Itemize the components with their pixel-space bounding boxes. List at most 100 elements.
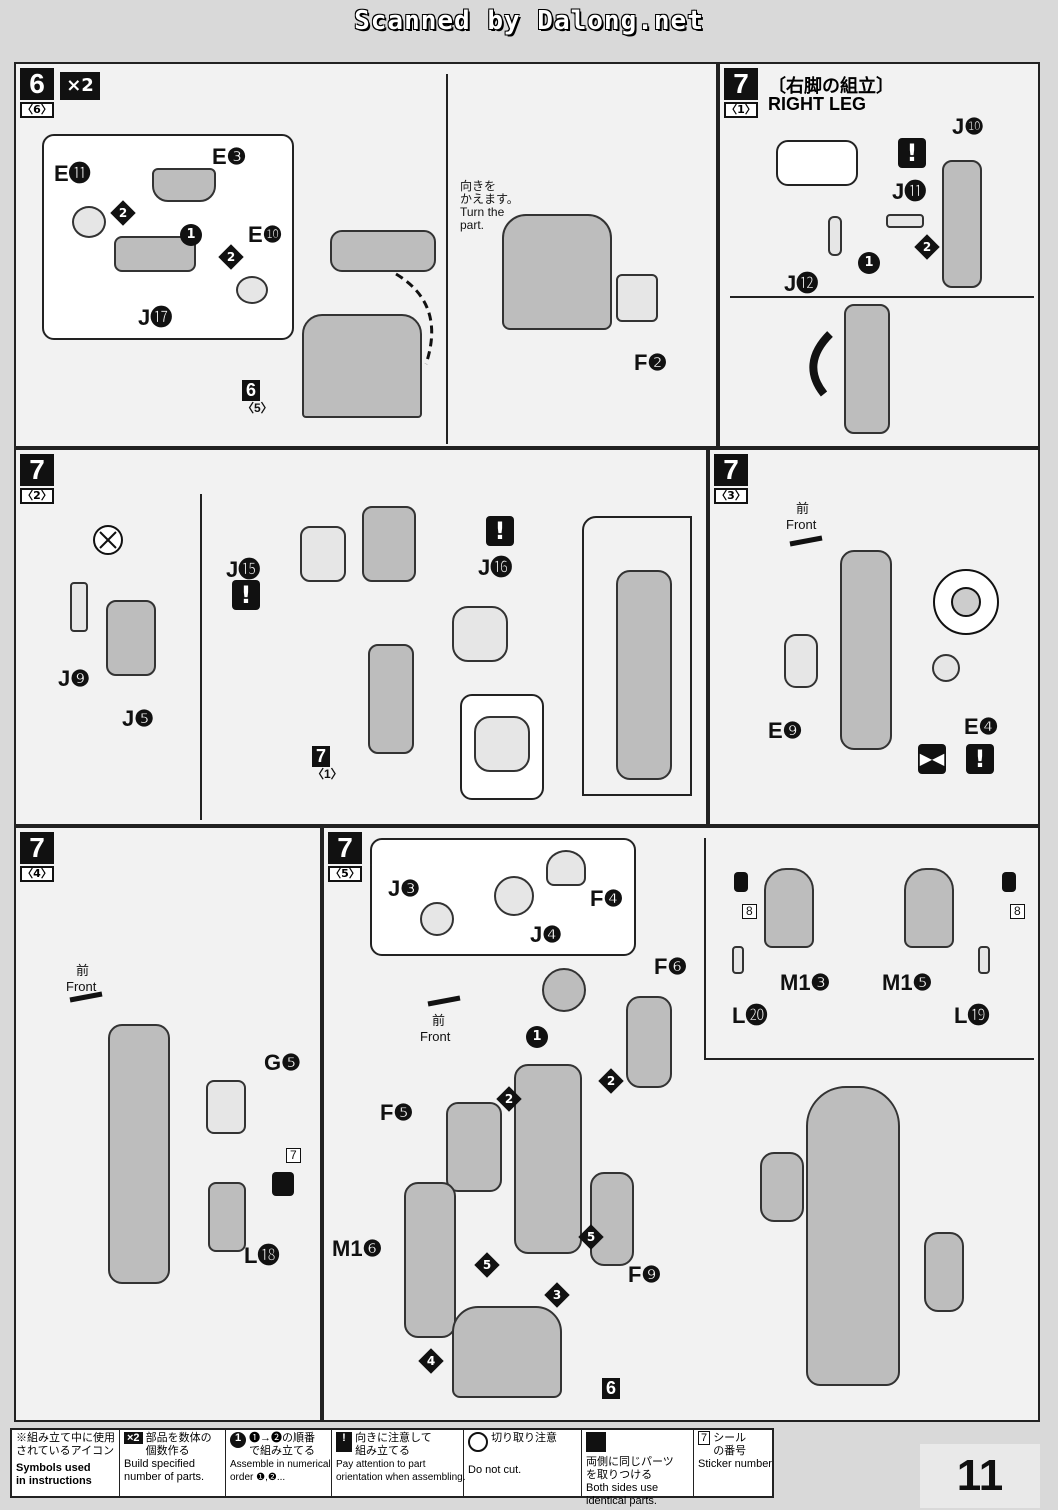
part-label-l19: L⓳: [954, 1003, 990, 1028]
front-arrow-icon: [789, 535, 823, 547]
legend-item-both-sides: 両側に同じパーツ を取りつける Both sides use identical…: [582, 1430, 694, 1507]
divider: [704, 838, 706, 1058]
part-waist-block: [502, 214, 612, 330]
part-label-m13: M1❸: [780, 970, 831, 995]
legend-en: Build specified number of parts.: [124, 1458, 205, 1483]
panel-step-7-1: 7 〈1〉 〔右脚の組立〕 RIGHT LEG J❿ ! J⓫ J⓬ 1 2: [718, 62, 1040, 448]
part-lower-leg-frame: [514, 1064, 582, 1254]
part-j5: [106, 600, 156, 676]
part-j10-leg: [942, 160, 982, 288]
attention-icon: !: [486, 516, 514, 546]
step-number: 7: [20, 454, 54, 486]
divider: [446, 74, 448, 444]
part-label-e3: E❸: [212, 144, 247, 169]
part-lower-leg: [368, 644, 414, 754]
part-j3: [420, 902, 454, 936]
part-f6: [626, 996, 672, 1088]
icon-legend: ※組み立て中に使用 されているアイコン Symbols used in inst…: [10, 1428, 774, 1507]
part-j15: [300, 526, 346, 582]
part-f4: [546, 850, 586, 886]
attention-icon: !: [898, 138, 926, 168]
front-label-en: Front: [420, 1029, 451, 1044]
ref-step-6: 6: [602, 1378, 621, 1399]
magnify-circle: [933, 569, 999, 635]
legend-intro-en: Symbols used in instructions: [16, 1462, 92, 1487]
part-torso-base: [302, 314, 422, 418]
sticker-number: 7: [286, 1148, 301, 1163]
step-marker: 2: [598, 1068, 624, 1094]
part-label-e4: E❹: [964, 714, 999, 739]
part-label-l20: L⓴: [732, 1003, 768, 1028]
step-marker: 5: [474, 1252, 500, 1278]
panel-step-6: 6 〈6〉 ×2 E⓫ E❸ E❿ J⓱ 1 2 2 6 〈5〉 向きを かえま…: [14, 62, 718, 448]
attention-icon: !: [966, 744, 994, 774]
substep-number: 〈4〉: [20, 866, 54, 882]
part-m13: [764, 868, 814, 948]
step-marker: 5: [578, 1224, 604, 1250]
legend-icon: !: [336, 1432, 352, 1452]
part-label-f4: F❹: [590, 886, 624, 911]
substep-number: 〈3〉: [714, 488, 748, 504]
step-marker: 2: [218, 244, 244, 270]
step-marker: 1: [526, 1026, 548, 1048]
part-l18: [208, 1182, 246, 1252]
part-m16: [404, 1182, 456, 1338]
part-label-f2: F❷: [634, 350, 668, 375]
part-foot: [452, 1306, 562, 1398]
legend-icon: 1: [230, 1432, 246, 1448]
part-label-f5: F❺: [380, 1100, 414, 1125]
completed-inset: [582, 516, 692, 796]
part-j16-detail: [474, 716, 530, 772]
sticker-icon: [1002, 872, 1016, 892]
part-completed-leg: [616, 570, 672, 780]
legend-item-multiplier: ×2 部品を数体の 個数作る Build specified number of…: [120, 1430, 226, 1496]
both-sides-icon: ▶◀: [918, 744, 946, 774]
sticker-number: 8: [1010, 904, 1025, 919]
section-title-jp: 〔右脚の組立〕: [768, 76, 894, 97]
step-marker: 1: [180, 224, 202, 246]
part-label-m16: M1❻: [332, 1236, 383, 1261]
legend-en: Sticker number: [698, 1458, 772, 1470]
front-arrow-icon: [427, 995, 461, 1007]
legend-en: Both sides use identical parts.: [586, 1482, 659, 1507]
part-leg-assembly: [108, 1024, 170, 1284]
part-j16: [452, 606, 508, 662]
part-leg-assembly: [840, 550, 892, 750]
part-knee-ball: [542, 968, 586, 1012]
part-label-g5: G❺: [264, 1050, 301, 1075]
ref-substep-5: 〈5〉: [242, 401, 273, 415]
legend-jp: 向きに注意して 組み立てる: [355, 1432, 432, 1457]
part-label-e9: E❾: [768, 718, 803, 743]
part-label-e10: E❿: [248, 222, 283, 247]
part-label-j4: J❹: [530, 922, 562, 947]
sticker-number: 7: [698, 1431, 711, 1445]
substep-number: 〈1〉: [724, 102, 758, 118]
part-e11: [72, 206, 106, 238]
part-rotated-leg: [844, 304, 890, 434]
part-label-j17: J⓱: [138, 305, 173, 330]
scan-credit: Scanned by Dalong.net: [354, 6, 704, 36]
part-label-m15: M1❺: [882, 970, 933, 995]
panel-step-7-2: 7 〈2〉 J❾ J❺ J⓯ ! ! J⓰ 7 〈1〉: [14, 448, 708, 826]
part-label-l18: L⓲: [244, 1243, 280, 1268]
legend-item-attention: ! 向きに注意して 組み立てる Pay attention to part or…: [332, 1430, 466, 1496]
part-label-j5: J❺: [122, 706, 154, 731]
step-number: 7: [724, 68, 758, 100]
cut-icon: [93, 525, 123, 555]
part-label-j11: J⓫: [892, 179, 927, 204]
ref-substep-1: 〈1〉: [312, 767, 343, 781]
part-f9: [590, 1172, 634, 1266]
front-label-jp: 前: [76, 963, 90, 978]
legend-item-cut: 切り取り注意 Do not cut.: [464, 1430, 582, 1496]
attention-icon: !: [232, 580, 260, 610]
part-side-armor-left: [760, 1152, 804, 1222]
legend-jp: 部品を数体の 個数作る: [145, 1432, 212, 1457]
part-g5: [206, 1080, 246, 1134]
part-e10: [236, 276, 268, 304]
legend-jp: 両側に同じパーツ を取りつける: [586, 1456, 674, 1481]
substep-number: 〈6〉: [20, 102, 54, 118]
part-m15: [904, 868, 954, 948]
part-label-f6: F❻: [654, 954, 688, 979]
turn-note: 向きを かえます。 Turn the part.: [460, 179, 519, 232]
